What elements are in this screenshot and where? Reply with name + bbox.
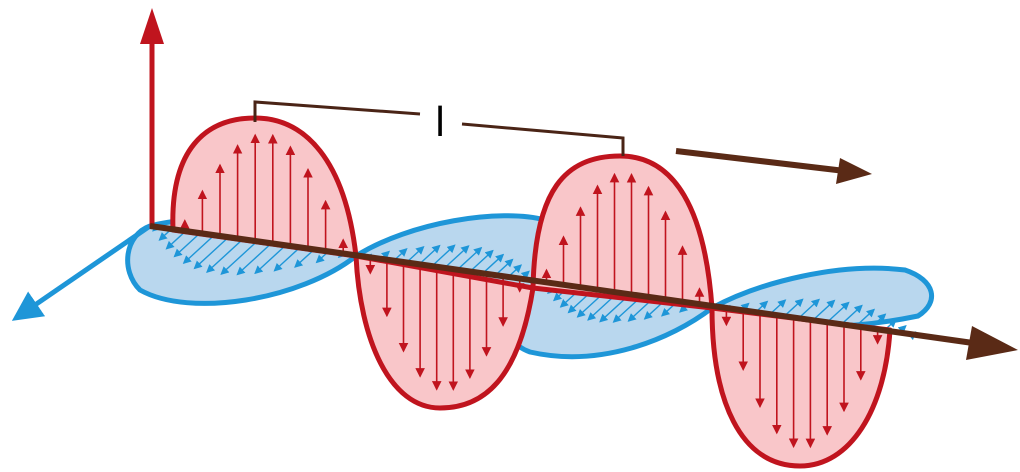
magnetic-vector-arrow — [294, 248, 315, 268]
electric-field-wave — [170, 115, 893, 469]
magnetic-vector-arrow — [220, 240, 258, 275]
magnetic-vector-arrow — [456, 246, 483, 271]
magnetic-vector-arrow — [798, 298, 820, 319]
magnetic-vector-arrow — [193, 236, 230, 270]
magnetic-vector-arrow — [182, 234, 215, 265]
vertical-axis-arrow-icon — [140, 8, 164, 228]
electric-lobe-3 — [530, 153, 715, 311]
magnetic-vector-arrow — [418, 244, 441, 265]
magnetic-vector-arrow — [855, 308, 876, 327]
magnetic-vector-arrow — [826, 301, 850, 323]
electric-lobe-4 — [709, 305, 893, 469]
magnetic-vector-arrow — [840, 304, 863, 325]
propagation-arrow-icon — [149, 223, 1018, 360]
direction-of-travel-arrow-icon — [675, 148, 872, 184]
depth-axis-arrow-icon — [11, 223, 152, 321]
magnetic-vector-arrow — [173, 232, 201, 258]
magnetic-vector-arrow — [783, 298, 804, 317]
magnetic-vector-arrow — [273, 246, 301, 272]
electric-field-vectors — [180, 133, 883, 449]
magnetic-vector-arrow — [812, 299, 836, 321]
magnetic-vector-arrow — [482, 253, 505, 274]
magnetic-vector-arrow — [254, 244, 287, 275]
magnetic-vector-arrow — [206, 238, 244, 273]
magnetic-vector-arrow — [165, 230, 187, 250]
electric-lobe-2 — [353, 253, 536, 411]
magnetic-vector-arrow — [236, 242, 272, 276]
wavelength-label: ا — [434, 100, 445, 146]
magnetic-vector-arrow — [431, 244, 456, 267]
wavelength-bracket — [253, 100, 625, 156]
magnetic-vector-arrow — [469, 249, 494, 273]
magnetic-vector-arrow — [444, 245, 470, 269]
